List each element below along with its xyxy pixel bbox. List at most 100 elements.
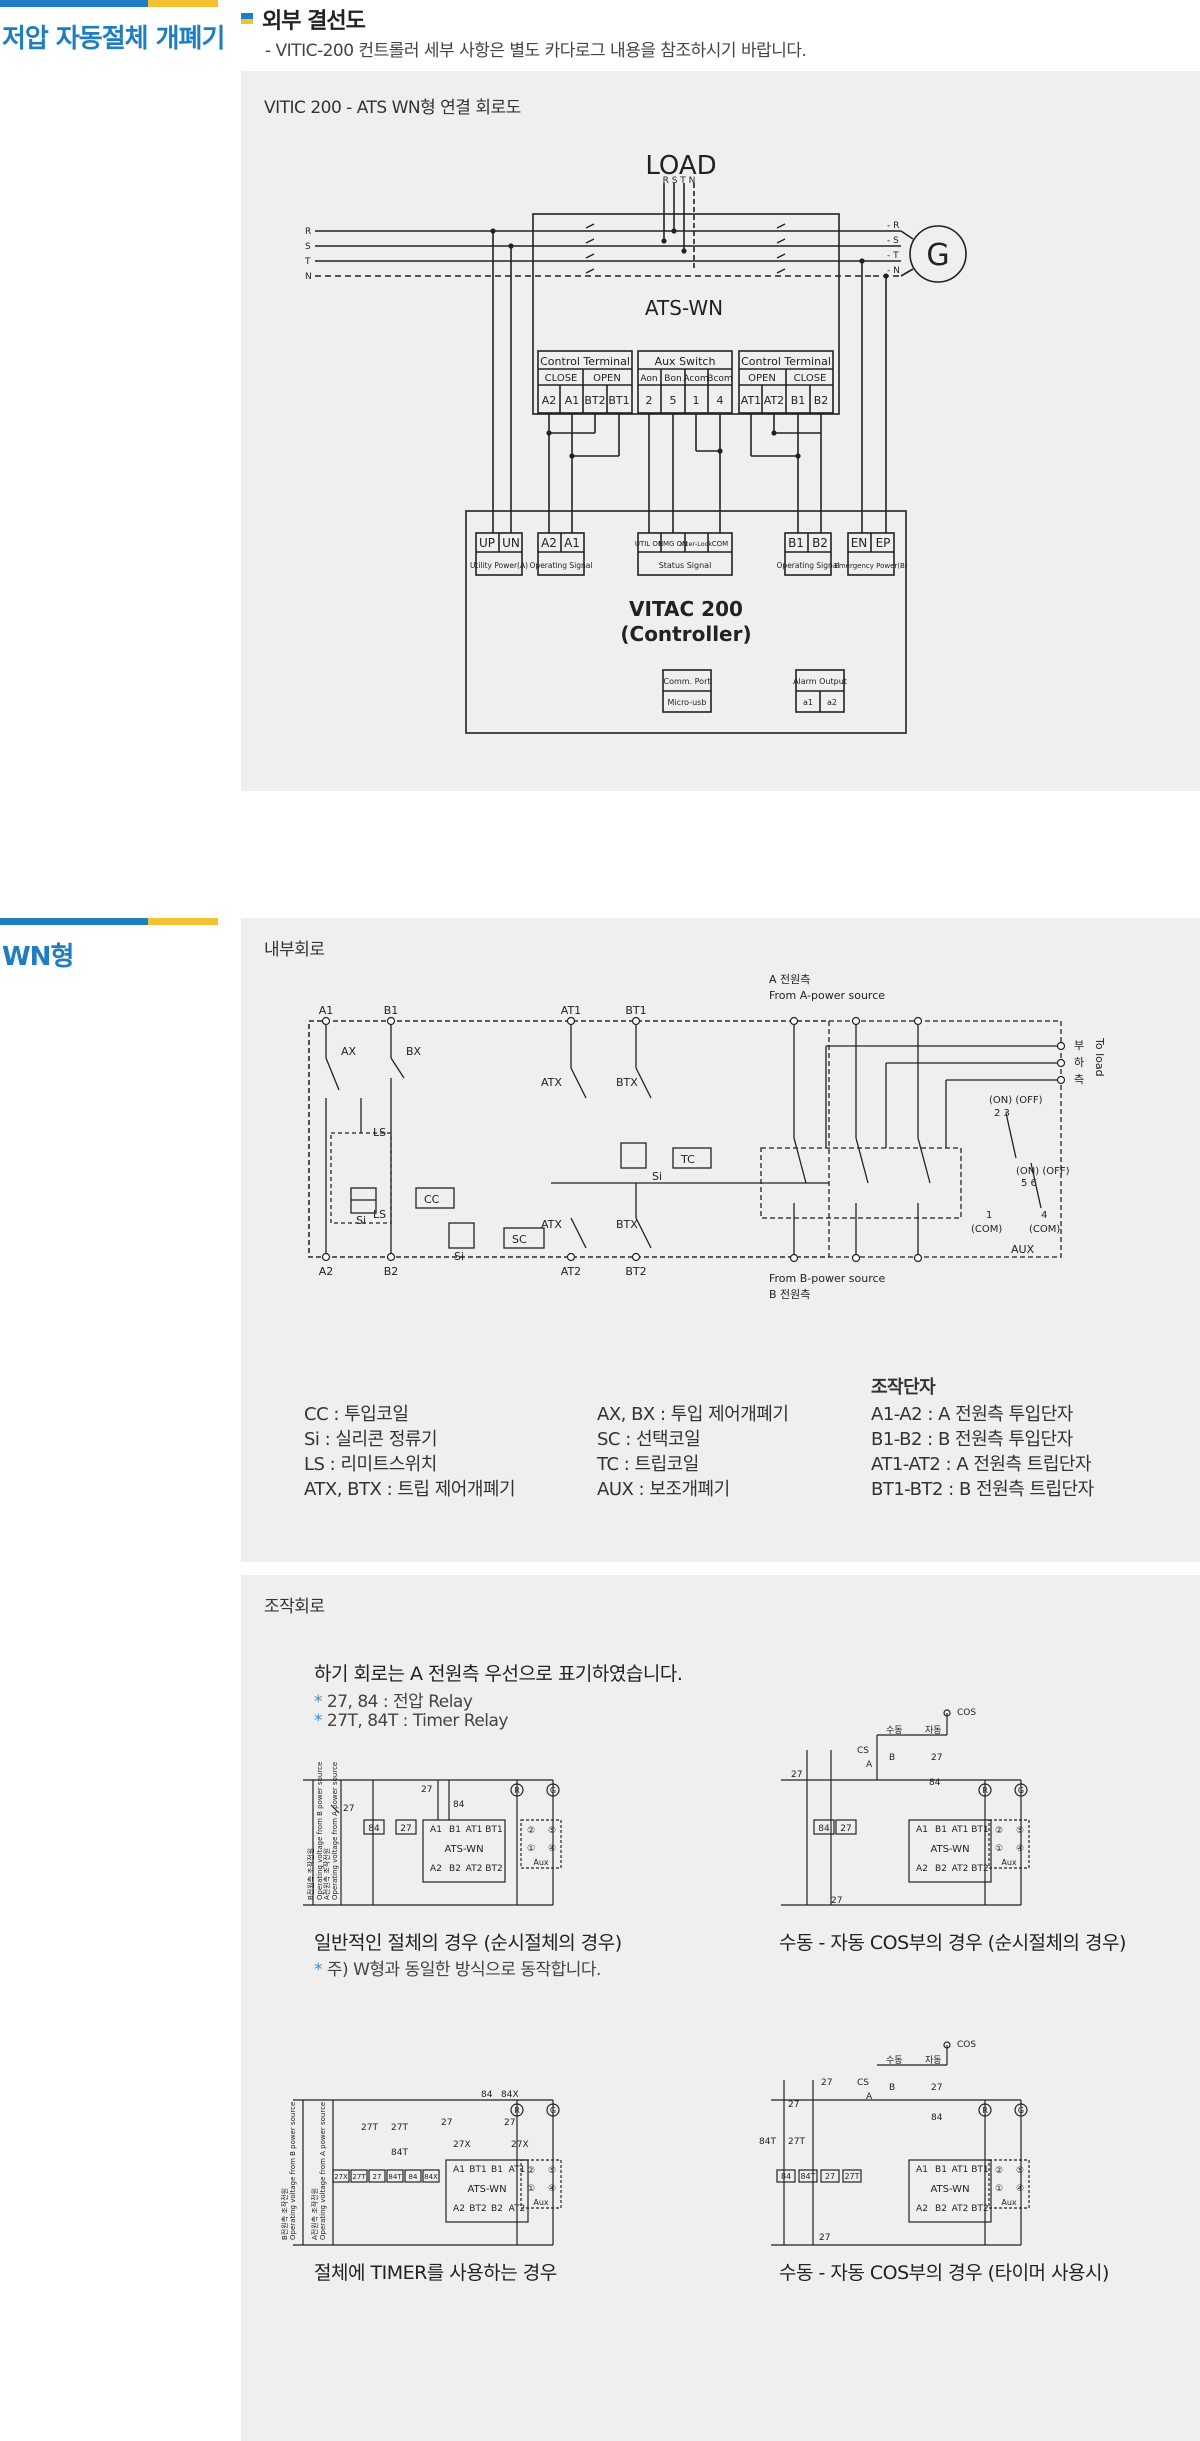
d1-b-b2: B2 bbox=[449, 1864, 461, 1874]
aux-head-bcom: Bcom bbox=[707, 374, 732, 384]
d4-b-a2: A2 bbox=[916, 2204, 928, 2214]
d1-aux: Aux bbox=[533, 1858, 549, 1867]
int-to-load: To load bbox=[1093, 1037, 1106, 1077]
ct-left-term-a1: A1 bbox=[565, 394, 580, 407]
d4-ats: ATS-WN bbox=[930, 2184, 969, 2195]
d3-c27-b: 27 bbox=[504, 2118, 515, 2128]
d4-t-at1: AT1 bbox=[952, 2165, 969, 2175]
d3-c84: 84 bbox=[481, 2090, 493, 2100]
legend-ls: LS : 리미트스위치 bbox=[304, 1454, 437, 1475]
d2-84: 84 bbox=[929, 1778, 941, 1788]
d3-b-en: Operating voltage from B power source bbox=[289, 2102, 297, 2240]
caption-general-note: * 주) W형과 동일한 방식으로 동작합니다. bbox=[314, 1955, 601, 1980]
int-atx: ATX bbox=[541, 1076, 562, 1089]
d4-aux-2: ② bbox=[995, 2166, 1003, 2176]
d1-contact-84: 84 bbox=[453, 1800, 465, 1810]
int-load-k2: 하 bbox=[1074, 1055, 1084, 1069]
d3-r84t: 84T bbox=[388, 2173, 402, 2181]
ctl-utility-power: Utility Power(A) bbox=[470, 561, 528, 570]
legend-cc: CC : 투입코일 bbox=[304, 1404, 409, 1425]
ctl-ep: EP bbox=[876, 536, 891, 550]
controller-title: VITAC 200 bbox=[629, 597, 743, 621]
int-com-1: (COM) bbox=[971, 1224, 1002, 1235]
int-load-k3: 측 bbox=[1074, 1073, 1084, 1086]
int-b1: B1 bbox=[384, 1004, 399, 1017]
d3-c27x-a: 27X bbox=[453, 2140, 471, 2150]
d3-g: G bbox=[550, 2106, 556, 2115]
d4-relay-27: 27 bbox=[825, 2172, 835, 2181]
int-bt1: BT1 bbox=[625, 1004, 646, 1017]
legend-bt1-bt2: BT1-BT2 : B 전원측 트립단자 bbox=[871, 1479, 1094, 1500]
ct-left-term-bt1: BT1 bbox=[608, 394, 629, 407]
accent-bar-blue-1 bbox=[0, 0, 148, 7]
int-n4: 4 bbox=[1041, 1210, 1047, 1221]
d3-aux-2: ② bbox=[527, 2166, 535, 2176]
d1-t-b1: B1 bbox=[449, 1825, 461, 1835]
ct-left-close: CLOSE bbox=[545, 373, 578, 384]
ats-wn-label: ATS-WN bbox=[645, 296, 723, 320]
d1-t-bt1: BT1 bbox=[485, 1825, 502, 1835]
generator-label: G bbox=[926, 238, 949, 273]
int-com-2: (COM) bbox=[1029, 1224, 1060, 1235]
d2-27-a: 27 bbox=[791, 1770, 802, 1780]
int-si-2: Si bbox=[454, 1250, 464, 1263]
aux-switch-title: Aux Switch bbox=[655, 355, 716, 368]
d3-c27t-a: 27T bbox=[361, 2123, 378, 2133]
ctl-op-a2: A2 bbox=[541, 536, 557, 550]
operation-note-2-text: 27T, 84T : Timer Relay bbox=[326, 1711, 509, 1731]
d2-aux: Aux bbox=[1001, 1858, 1017, 1867]
ct-right-term-at1: AT1 bbox=[741, 394, 761, 407]
d2-t-bt1: BT1 bbox=[971, 1825, 988, 1835]
ct-right-term-at2: AT2 bbox=[764, 394, 784, 407]
d2-t-at1: AT1 bbox=[952, 1825, 969, 1835]
d2-ats: ATS-WN bbox=[930, 1844, 969, 1855]
d1-aux-5: ⑤ bbox=[548, 1826, 556, 1836]
d1-a-ko: A전원측 조작전원 bbox=[322, 1848, 331, 1900]
legend-col-3-title: 조작단자 bbox=[871, 1377, 936, 1398]
phase-r-label: R bbox=[305, 227, 311, 237]
d4-relay-27t: 27T bbox=[844, 2172, 859, 2181]
heading-marker bbox=[241, 13, 253, 19]
ct-right-term-b2: B2 bbox=[814, 394, 829, 407]
d2-27-b: 27 bbox=[931, 1753, 942, 1763]
d3-r84x: 84X bbox=[424, 2173, 438, 2181]
d3-c84x: 84X bbox=[501, 2090, 519, 2100]
d4-t-b1: B1 bbox=[935, 2165, 947, 2175]
d1-b-a2: A2 bbox=[430, 1864, 442, 1874]
caption-cos-instant: 수동 - 자동 COS부의 경우 (순시절체의 경우) bbox=[779, 1932, 1126, 1954]
section-title-wn: WN형 bbox=[2, 942, 74, 972]
d1-a-en: Operating voltage from A power source bbox=[331, 1762, 339, 1900]
d2-aux-5: ⑤ bbox=[1016, 1826, 1024, 1836]
d3-r27x: 27X bbox=[334, 2173, 348, 2181]
d2-r: R bbox=[982, 1786, 988, 1795]
d4-b-at2: AT2 bbox=[952, 2204, 969, 2214]
d4-b-b2: B2 bbox=[935, 2204, 947, 2214]
operation-note-2: * 27T, 84T : Timer Relay bbox=[314, 1711, 509, 1731]
int-sc: SC bbox=[512, 1233, 527, 1246]
aux-term-4: 4 bbox=[717, 394, 724, 407]
d4-c27-bot: 27 bbox=[819, 2233, 830, 2243]
int-b2: B2 bbox=[384, 1265, 399, 1278]
d2-a: A bbox=[866, 1760, 873, 1770]
d2-t-a1: A1 bbox=[916, 1825, 928, 1835]
d2-b-bt2: BT2 bbox=[971, 1864, 988, 1874]
int-b-src-1: From B-power source bbox=[769, 1272, 886, 1285]
phase-t-label: T bbox=[304, 257, 311, 267]
d3-ats: ATS-WN bbox=[467, 2184, 506, 2195]
operation-circuit-diagrams: B전원측 조작전원 Operating voltage from B power… bbox=[280, 1708, 1030, 2246]
operation-note-1: * 27, 84 : 전압 Relay bbox=[314, 1687, 473, 1712]
d1-b-en: Operating voltage from B power source bbox=[316, 1762, 324, 1900]
alarm-output-label: Alarm Output bbox=[793, 677, 847, 686]
legend-atx-btx: ATX, BTX : 트립 제어개폐기 bbox=[304, 1479, 516, 1500]
int-btx: BTX bbox=[616, 1076, 638, 1089]
load-label: LOAD bbox=[645, 151, 716, 181]
int-n56: 5 6 bbox=[1021, 1178, 1037, 1189]
external-wiring-panel: VITIC 200 - ATS WN형 연결 회로도 bbox=[241, 71, 1200, 791]
ctl-op-a1: A1 bbox=[564, 536, 580, 550]
ctl-status-signal: Status Signal bbox=[659, 561, 712, 570]
d3-b-ko: B전원측 조작전원 bbox=[280, 2188, 289, 2240]
int-a2: A2 bbox=[319, 1265, 334, 1278]
legend-col-1: CC : 투입코일 Si : 실리콘 정류기 LS : 리미트스위치 ATX, … bbox=[304, 1402, 516, 1502]
d3-r84: 84 bbox=[409, 2173, 418, 2181]
d4-b: B bbox=[889, 2083, 895, 2093]
